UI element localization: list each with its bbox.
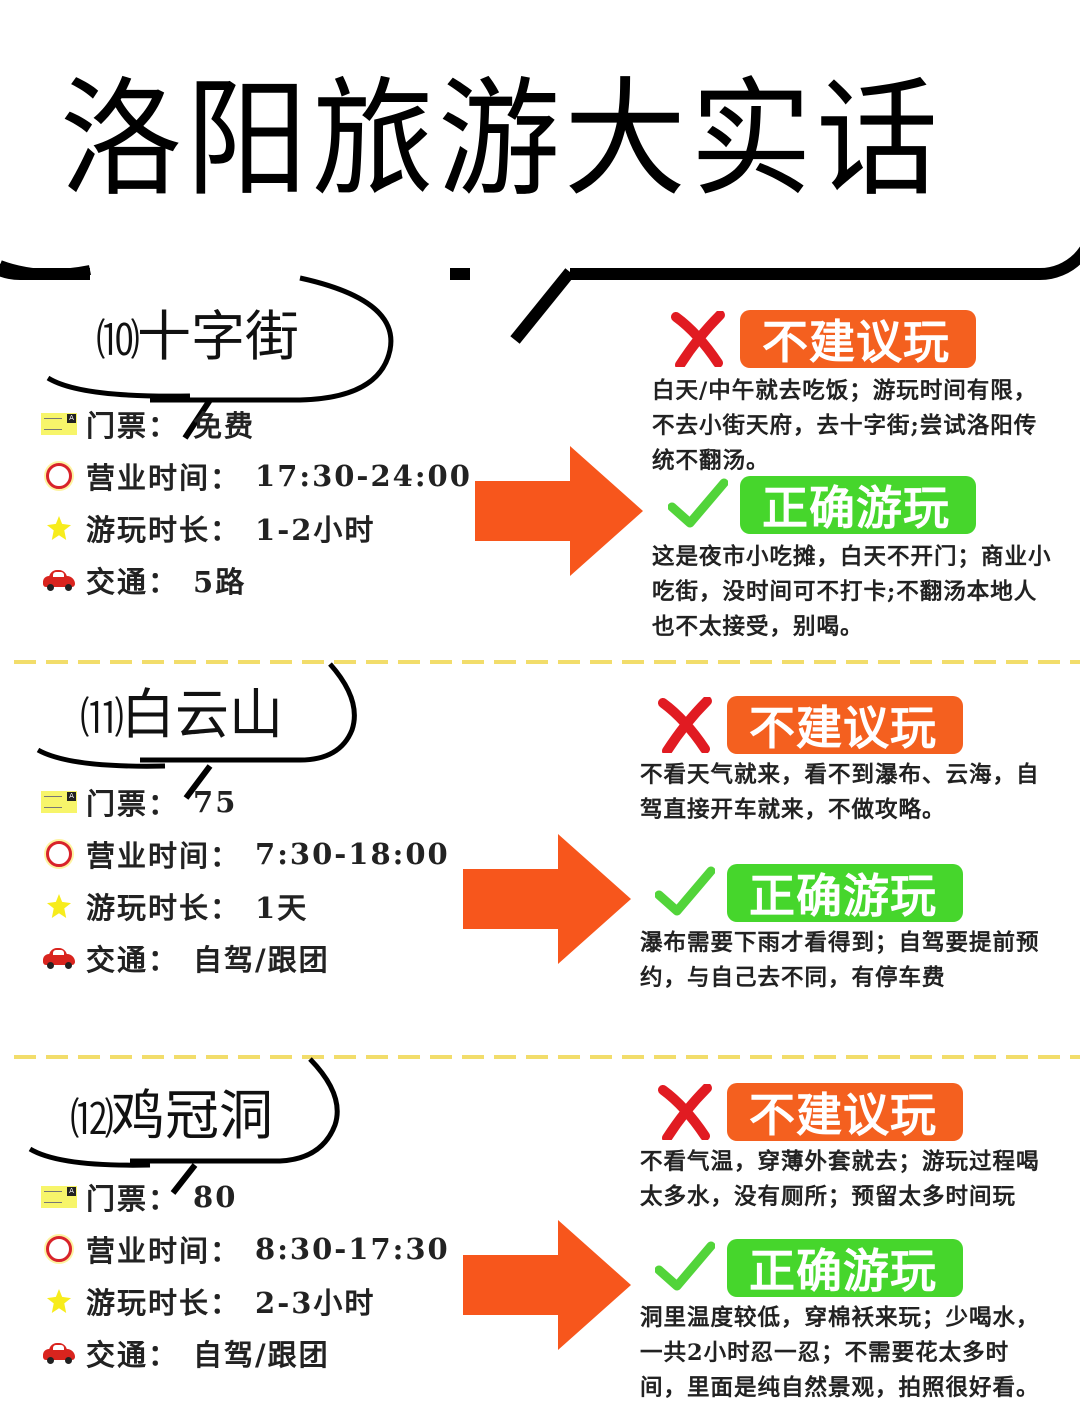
- bubble-gap: [90, 255, 450, 285]
- duration-row: 游玩时长： 1天: [40, 880, 450, 932]
- ticket-icon: [40, 409, 78, 439]
- transport-row: 交通： 自驾/跟团: [40, 932, 450, 984]
- recommended-badge: 正确游玩: [727, 1239, 963, 1298]
- not-recommended-badge: 不建议玩: [727, 1083, 963, 1142]
- car-icon: [40, 565, 78, 595]
- hours-row: 营业时间： 7:30-18:00: [40, 828, 450, 880]
- ticket-icon: [40, 787, 78, 817]
- hours-row: 营业时间： 8:30-17:30: [40, 1223, 450, 1275]
- name-bubble: [36, 662, 357, 800]
- clock-icon: [40, 461, 78, 491]
- recommended-header: 正确游玩: [668, 476, 976, 535]
- info-list: 门票： 免费 营业时间： 17:30-24:00 游玩时长： 1-2小时 交通：…: [40, 398, 472, 606]
- page-title: 洛阳旅游大实话: [60, 64, 942, 215]
- duration-row: 游玩时长： 1-2小时: [40, 502, 472, 554]
- title-bubble-tail: [0, 260, 575, 344]
- x-mark-icon: [658, 1084, 712, 1140]
- info-list: 门票： 80 营业时间： 8:30-17:30 游玩时长： 2-3小时 交通： …: [40, 1171, 450, 1379]
- star-icon: [40, 1286, 78, 1316]
- recommended-header: 正确游玩: [655, 1239, 963, 1298]
- arrow-right-icon: [463, 1220, 633, 1350]
- not-recommended-text: 不看气温，穿薄外套就去；游玩过程喝 太多水，没有厕所；预留太多时间玩: [640, 1149, 1040, 1210]
- not-recommended-badge: 不建议玩: [727, 696, 963, 755]
- x-mark-icon: [671, 311, 725, 367]
- transport-row: 交通： 自驾/跟团: [40, 1327, 450, 1379]
- clock-icon: [40, 839, 78, 869]
- check-mark-icon: [668, 478, 728, 528]
- spot-title: ⑿鸡冠洞: [70, 1084, 273, 1147]
- spot-title: ⑽十字街: [96, 305, 299, 368]
- title-bubble: [0, 0, 1080, 280]
- recommended-badge: 正确游玩: [727, 864, 963, 923]
- not-recommended-header: 不建议玩: [668, 310, 976, 369]
- arrow-right-icon: [475, 446, 645, 576]
- not-recommended-header: 不建议玩: [655, 696, 963, 755]
- ticket-row: 门票： 免费: [40, 398, 472, 450]
- section-divider: [14, 1055, 1080, 1059]
- name-bubble: [28, 1057, 340, 1195]
- not-recommended-text: 白天/中午就去吃饭；游玩时间有限， 不去小街天府，去十字街;尝试洛阳传 统不翻汤…: [652, 378, 1038, 474]
- duration-row: 游玩时长： 2-3小时: [40, 1275, 450, 1327]
- x-mark-icon: [658, 697, 712, 753]
- check-mark-icon: [655, 866, 715, 916]
- recommended-header: 正确游玩: [655, 864, 963, 923]
- recommended-text: 瀑布需要下雨才看得到；自驾要提前预 约，与自己去不同，有停车费: [640, 930, 1040, 991]
- hours-row: 营业时间： 17:30-24:00: [40, 450, 472, 502]
- car-icon: [40, 1338, 78, 1368]
- not-recommended-text: 不看天气就来，看不到瀑布、云海，自 驾直接开车就来，不做攻略。: [640, 762, 1040, 823]
- transport-row: 交通： 5路: [40, 554, 472, 606]
- recommended-text: 洞里温度较低，穿棉袄来玩；少喝水， 一共2小时忍一忍；不需要花太多时 间，里面是…: [640, 1305, 1040, 1401]
- recommended-badge: 正确游玩: [740, 476, 976, 535]
- recommended-text: 这是夜市小吃摊，白天不开门；商业小 吃街，没时间可不打卡;不翻汤本地人 也不太接…: [652, 544, 1052, 640]
- not-recommended-badge: 不建议玩: [740, 310, 976, 369]
- ticket-icon: [40, 1182, 78, 1212]
- car-icon: [40, 943, 78, 973]
- clock-icon: [40, 1234, 78, 1264]
- ticket-row: 门票： 80: [40, 1171, 450, 1223]
- check-mark-icon: [655, 1241, 715, 1291]
- ticket-row: 门票： 75: [40, 776, 450, 828]
- name-bubble: [46, 275, 394, 440]
- bubble-gap: [470, 255, 570, 285]
- spot-title: ⑾白云山: [80, 683, 283, 746]
- section-divider: [14, 660, 1080, 664]
- star-icon: [40, 513, 78, 543]
- not-recommended-header: 不建议玩: [655, 1083, 963, 1142]
- arrow-right-icon: [463, 834, 633, 964]
- star-icon: [40, 891, 78, 921]
- info-list: 门票： 75 营业时间： 7:30-18:00 游玩时长： 1天 交通： 自驾/…: [40, 776, 450, 984]
